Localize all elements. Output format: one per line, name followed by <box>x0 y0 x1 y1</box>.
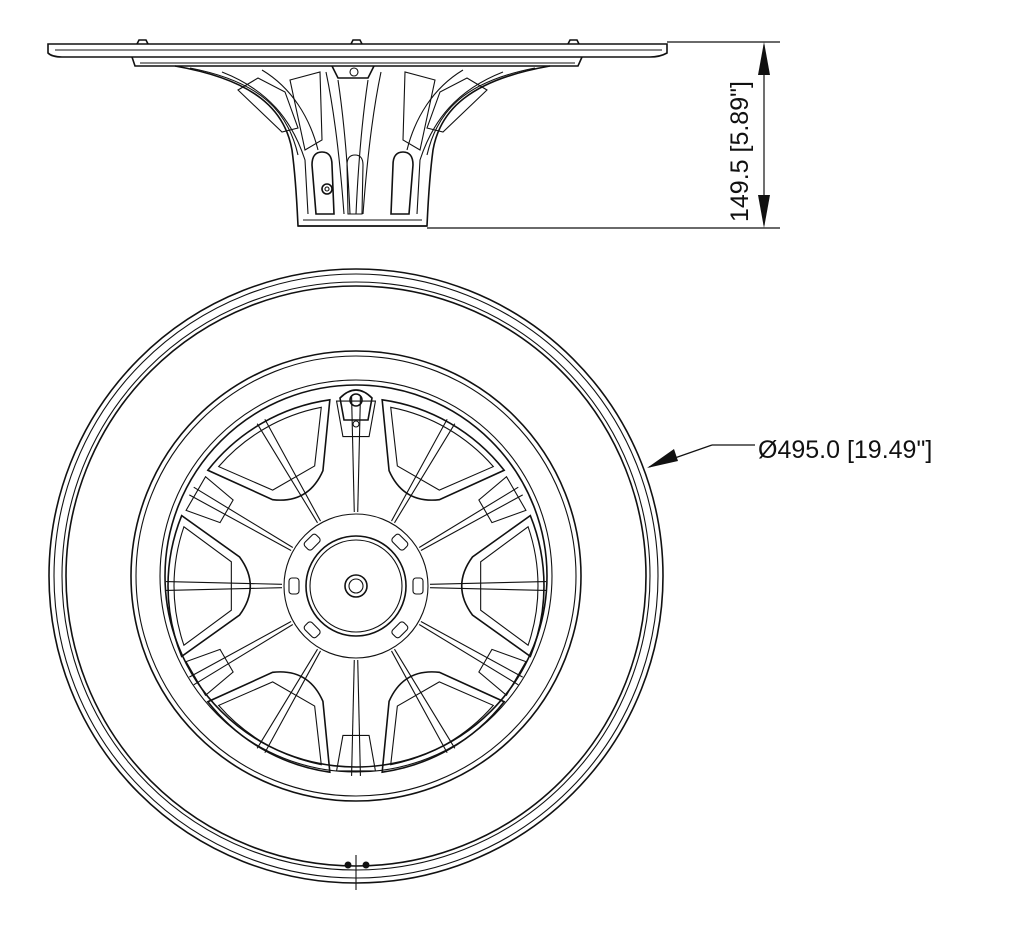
wheel-small-slot <box>478 648 527 697</box>
wheel-spoke-line <box>391 650 448 753</box>
hub-pad <box>391 621 409 639</box>
height-dimension: 149.5 [5.89"] <box>427 41 780 229</box>
wheel-spoke-line <box>420 621 523 678</box>
hub-pad <box>303 621 321 639</box>
wheel-window <box>206 671 331 774</box>
arrowhead-top <box>758 42 770 75</box>
wheel-spoke-line <box>264 419 321 522</box>
wheel-windows <box>167 398 545 774</box>
wheel-spoke-line <box>357 396 361 513</box>
height-dimension-label: 149.5 [5.89"] <box>726 81 754 222</box>
wheel-spoke-line <box>189 494 292 551</box>
arrowhead-bottom <box>758 195 770 228</box>
wheel-spoke-line <box>166 581 283 585</box>
bottom-fastener <box>344 855 370 890</box>
spoke-wheel <box>130 350 582 802</box>
wheel-spoke-line <box>256 648 318 749</box>
wheel-spoke-line <box>394 648 456 749</box>
wheel-spoke-line <box>418 624 519 686</box>
side-view-pedestal <box>174 65 551 227</box>
hub-pad <box>288 577 300 595</box>
top-view: Ø495.0 [19.49"] <box>48 268 932 890</box>
wheel-spoke-line <box>394 423 456 524</box>
side-view: 149.5 [5.89"] <box>47 39 780 229</box>
wheel-spoke-line <box>429 581 546 585</box>
wheel-spoke-line <box>357 659 361 776</box>
wheel-spoke-line <box>429 587 546 591</box>
wheel-window-inner <box>217 681 322 766</box>
wheel-spoke-line <box>264 650 321 753</box>
wheel-small-slot <box>185 475 234 524</box>
wheel-window-inner <box>173 525 232 647</box>
wheel-window-inner <box>390 406 495 491</box>
wheel-window-inner <box>480 525 539 647</box>
wheel-window <box>381 398 506 501</box>
hub-pad <box>412 577 424 595</box>
wheel-spoke-line <box>351 659 355 776</box>
wheel-small-slot <box>478 475 527 524</box>
top-fastener <box>339 389 373 428</box>
hub-pad <box>391 533 409 551</box>
wheel-spoke-line <box>391 419 448 522</box>
wheel-small-slot <box>335 734 377 772</box>
wheel-window-inner <box>390 681 495 766</box>
wheel-small-slots <box>185 400 527 772</box>
wheel-spoke-line <box>189 621 292 678</box>
wheel-spoke-line <box>166 587 283 591</box>
wheel-window <box>381 671 506 774</box>
center-hub <box>283 513 429 659</box>
side-view-disc <box>47 39 668 67</box>
wheel-small-slot <box>185 648 234 697</box>
diameter-dimension-label: Ø495.0 [19.49"] <box>758 436 932 464</box>
wheel-spoke-line <box>193 486 294 548</box>
wheel-window <box>206 398 331 501</box>
wheel-spoke-line <box>256 423 318 524</box>
outer-disc-rings <box>48 268 664 884</box>
hub-pad <box>303 533 321 551</box>
wheel-window <box>461 514 545 658</box>
wheel-window <box>167 514 251 658</box>
diameter-dimension: Ø495.0 [19.49"] <box>647 436 932 468</box>
wheel-spoke-line <box>420 494 523 551</box>
wheel-spoke-line <box>193 624 294 686</box>
wheel-spoke-line <box>418 486 519 548</box>
wheel-spoke-line <box>351 396 355 513</box>
diameter-arrowhead <box>647 449 678 468</box>
wheel-spokes <box>166 396 546 776</box>
wheel-window-inner <box>217 406 322 491</box>
